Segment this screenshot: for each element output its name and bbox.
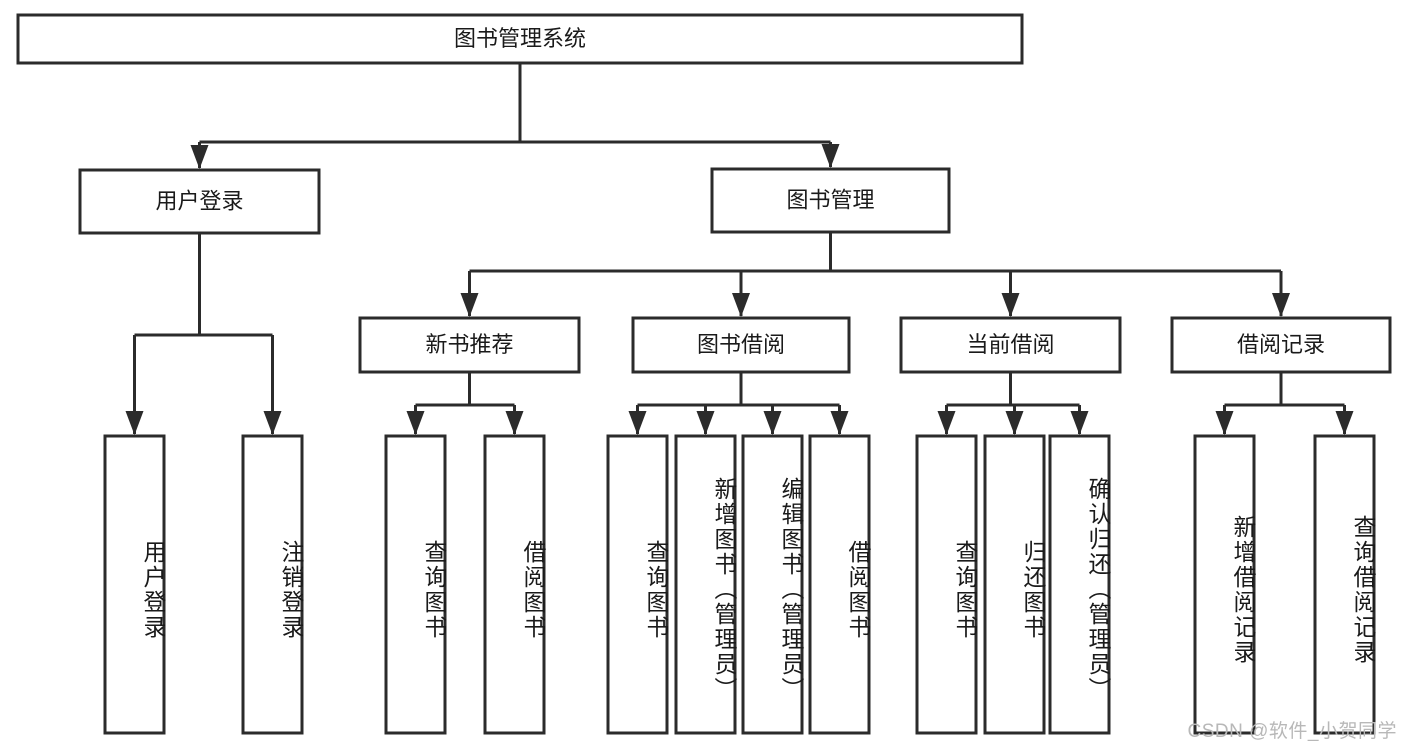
node-level3-3[interactable] (1170, 316, 1392, 374)
node-leaf-0[interactable] (103, 434, 166, 735)
node-leaf-7[interactable] (808, 434, 871, 735)
node-leaf-8[interactable] (915, 434, 978, 735)
arrow-head-icon (125, 411, 144, 435)
arrow-head-icon (263, 411, 282, 435)
node-leaf-12[interactable] (1313, 434, 1376, 735)
node-leaf-4[interactable] (606, 434, 669, 735)
node-leaf-2[interactable] (384, 434, 447, 735)
node-leaf-10[interactable] (1048, 434, 1111, 735)
node-level3-0[interactable] (358, 316, 581, 374)
arrow-head-icon (628, 411, 647, 435)
node-leaf-5[interactable] (674, 434, 737, 735)
node-root[interactable] (16, 13, 1024, 65)
node-level2-0[interactable] (78, 168, 321, 235)
node-leaf-9[interactable] (983, 434, 1046, 735)
node-root-label: 图书管理系统 (454, 26, 586, 51)
node-level3-1[interactable] (631, 316, 851, 374)
node-level3-label-3: 借阅记录 (1237, 332, 1325, 357)
watermark-text: CSDN @软件_小贺同学 (1187, 721, 1397, 742)
boxes-layer (16, 13, 1392, 735)
node-leaf-6[interactable] (741, 434, 804, 735)
arrow-head-icon (1005, 411, 1024, 435)
arrow-head-icon (732, 293, 750, 317)
arrow-head-icon (1001, 293, 1020, 317)
arrow-head-icon (505, 411, 524, 435)
node-level2-label-1: 图书管理 (786, 187, 874, 212)
node-leaf-1[interactable] (241, 434, 304, 735)
arrow-head-icon (1272, 293, 1290, 317)
node-level3-2[interactable] (899, 316, 1122, 374)
node-level3-label-2: 当前借阅 (966, 332, 1054, 357)
arrow-head-icon (696, 411, 715, 435)
arrow-head-icon (406, 411, 425, 435)
arrow-head-icon (1335, 411, 1354, 435)
node-level3-label-0: 新书推荐 (425, 332, 513, 357)
node-level3-label-1: 图书借阅 (697, 332, 785, 357)
arrow-head-icon (190, 145, 209, 169)
connectors-layer (125, 63, 1354, 435)
arrow-head-icon (1215, 411, 1234, 435)
node-leaf-3[interactable] (483, 434, 546, 735)
node-level2-1[interactable] (710, 167, 951, 234)
node-leaf-11[interactable] (1193, 434, 1256, 735)
arrow-head-icon (937, 411, 956, 435)
arrow-head-icon (821, 144, 840, 168)
arrow-head-icon (460, 293, 479, 317)
arrow-head-icon (763, 411, 782, 435)
arrow-head-icon (1070, 411, 1089, 435)
arrow-head-icon (830, 411, 849, 435)
node-level2-label-0: 用户登录 (155, 188, 243, 213)
